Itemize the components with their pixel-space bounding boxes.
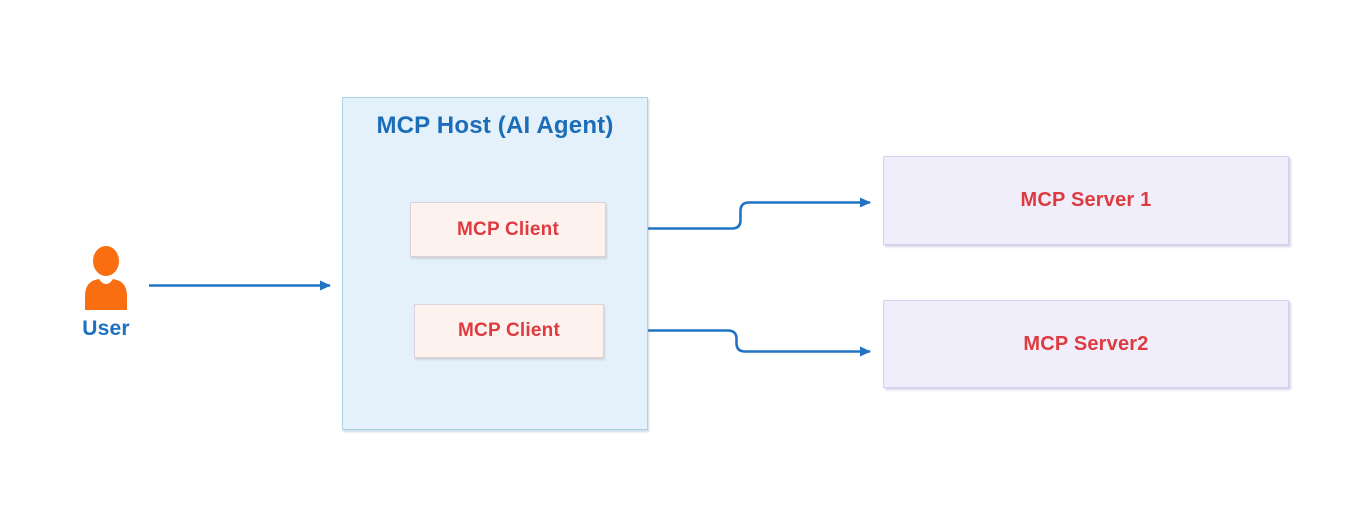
- user-label: User: [82, 317, 130, 340]
- mcp-client-2-box: MCP Client: [414, 304, 604, 358]
- mcp-server-2-label: MCP Server2: [1023, 332, 1149, 355]
- mcp-server-1-box: MCP Server 1: [883, 156, 1289, 245]
- mcp-host-box: MCP Host (AI Agent) MCP Client MCP Clien…: [342, 97, 648, 430]
- mcp-client-1-label: MCP Client: [457, 218, 559, 240]
- mcp-server-2-box: MCP Server2: [883, 300, 1289, 388]
- mcp-server-1-label: MCP Server 1: [1020, 189, 1152, 211]
- user-figure: User: [78, 246, 134, 341]
- mcp-client-1-box: MCP Client: [410, 202, 606, 257]
- mcp-host-title: MCP Host (AI Agent): [376, 112, 614, 139]
- user-icon: [78, 246, 134, 310]
- mcp-client-2-label: MCP Client: [458, 320, 560, 341]
